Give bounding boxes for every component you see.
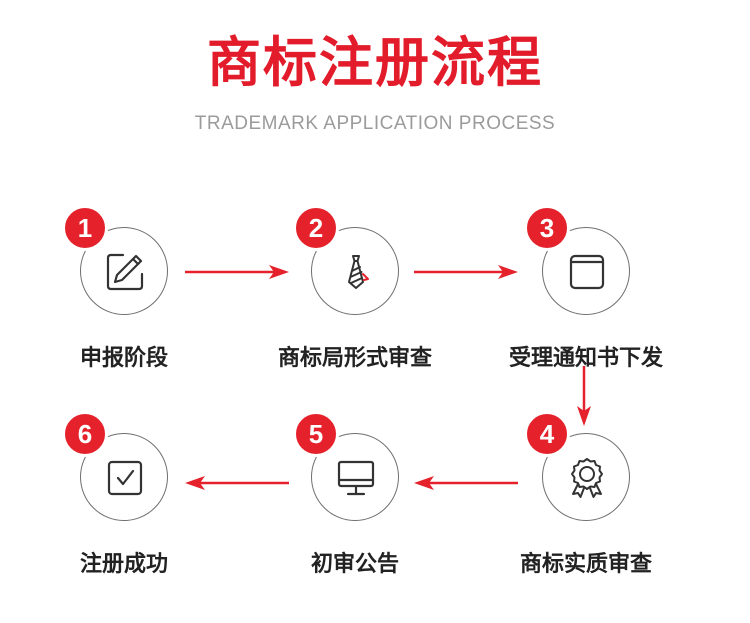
step-5-label: 初审公告 [310,552,399,577]
tie-icon [348,255,369,289]
step-2: 2 商标局形式审查 [265,205,445,397]
step-3-label: 受理通知书下发 [508,346,663,371]
step-1-label: 申报阶段 [79,346,168,371]
step-4-badge: 4 [524,411,570,457]
step-2-label: 商标局形式审查 [277,346,432,371]
step-3: 3 受理通知书下发 [496,205,676,397]
step-4-label: 商标实质审查 [519,552,652,577]
page-subtitle: TRADEMARK APPLICATION PROCESS [194,113,556,134]
edit-icon [106,253,144,291]
arrow-step3-to-step4 [577,366,591,426]
checkbox-icon [107,460,143,496]
step-5-badge: 5 [293,411,339,457]
arrow-step4-to-step5 [414,476,518,490]
page-title: 商标注册流程 [207,31,543,94]
step-2-badge: 2 [293,205,339,251]
step-6-label: 注册成功 [79,552,168,577]
step-6-badge: 6 [62,411,108,457]
envelope-icon [569,254,605,290]
award-badge-icon [571,458,603,498]
arrow-step5-to-step6 [185,476,289,490]
arrow-step1-to-step2 [185,265,289,279]
step-5: 5 初审公告 [265,411,445,603]
step-2-circle [311,227,399,315]
monitor-icon [337,460,375,496]
step-3-badge: 3 [524,205,570,251]
step-6: 6 注册成功 [34,411,214,603]
step-1-badge: 1 [62,205,108,251]
step-4: 4 商标实质审查 [496,411,676,603]
step-1: 1 申报阶段 [34,205,214,397]
arrow-step2-to-step3 [414,265,518,279]
